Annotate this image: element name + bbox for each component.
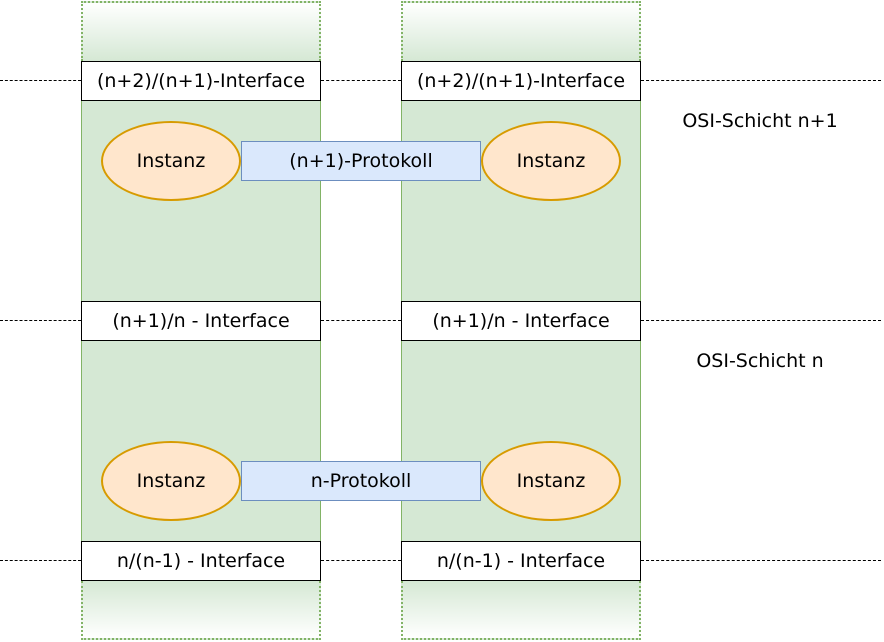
dashed-line-middle-middle (321, 320, 401, 321)
left-column-top-fade (81, 1, 321, 61)
interface-top-left: (n+2)/(n+1)-Interface (81, 61, 321, 101)
instance-upper-right: Instanz (481, 121, 621, 201)
layer-label-upper: OSI-Schicht n+1 (682, 110, 838, 132)
dashed-line-top-right (641, 80, 881, 81)
interface-middle-left: (n+1)/n - Interface (81, 301, 321, 341)
interface-bottom-left: n/(n-1) - Interface (81, 541, 321, 581)
instance-lower-left: Instanz (101, 441, 241, 521)
dashed-line-bottom-middle (321, 560, 401, 561)
interface-bottom-right: n/(n-1) - Interface (401, 541, 641, 581)
dashed-line-bottom-left (0, 560, 81, 561)
dashed-line-top-middle (321, 80, 401, 81)
interface-middle-right: (n+1)/n - Interface (401, 301, 641, 341)
right-column-bottom-fade (401, 581, 641, 640)
dashed-line-middle-right (641, 320, 881, 321)
interface-top-right: (n+2)/(n+1)-Interface (401, 61, 641, 101)
left-column-bottom-fade (81, 581, 321, 640)
layer-label-lower: OSI-Schicht n (696, 350, 824, 372)
dashed-line-bottom-right (641, 560, 881, 561)
protocol-lower: n-Protokoll (241, 461, 481, 501)
instance-lower-right: Instanz (481, 441, 621, 521)
dashed-line-top-left (0, 80, 81, 81)
instance-upper-left: Instanz (101, 121, 241, 201)
protocol-upper: (n+1)-Protokoll (241, 141, 481, 181)
dashed-line-middle-left (0, 320, 81, 321)
right-column-top-fade (401, 1, 641, 61)
